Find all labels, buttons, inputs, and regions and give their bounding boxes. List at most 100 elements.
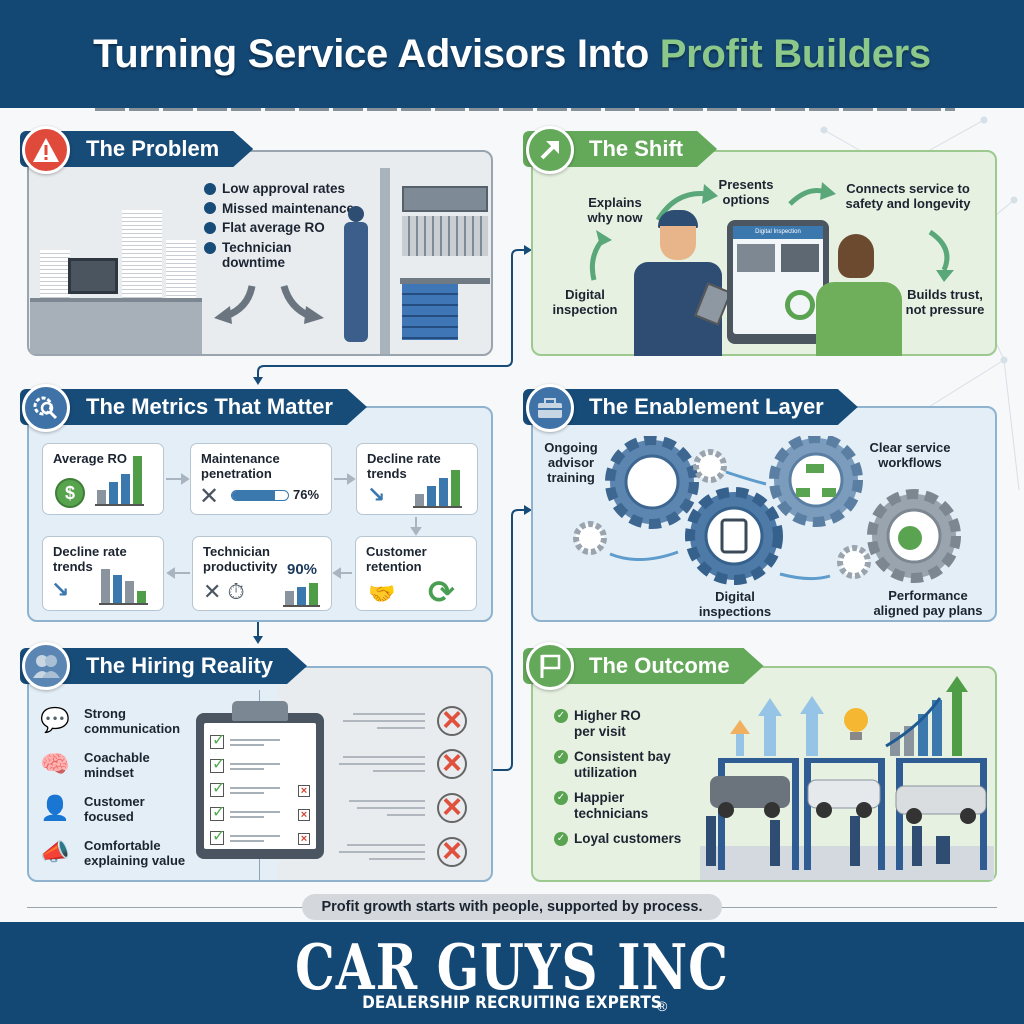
outcome-title: The Outcome [589,653,730,678]
trend-down-arrow-icon: ↘ [51,577,70,602]
brain-icon: 🧠 [40,751,70,778]
trend-down-arrow-icon: ↘ [367,482,386,507]
enablement-item-workflows: Clear service workflows [869,440,951,470]
shift-step-explains: Explains why now [587,195,643,225]
shift-step-connects: Connects service to safety and longevity [845,181,971,211]
hiring-title: The Hiring Reality [86,653,274,678]
outcome-bullet: ✓Loyal customers [554,831,681,847]
metric-card-technician-productivity: Technician productivity 90% ✕ ⏱ [192,536,332,611]
problem-bullet: Missed maintenance [204,201,354,217]
desk-illustration [30,298,202,354]
curved-arrows-icon [214,284,324,324]
hiring-trait: 📣Comfortable explaining value [40,838,186,868]
toolbox-icon [526,384,574,432]
arrow-up-right-icon [526,126,574,174]
reject-x-icon: × [437,834,467,868]
customer-heart-icon: 👤 [40,795,70,822]
hiring-trait: 🧠Coachable mindset [40,750,150,780]
bar-chart-icon [95,454,144,506]
clipboard-checklist-icon: × × × [196,701,324,859]
wrench-stopwatch-icon: ✕ ⏱ [203,579,245,604]
bullet-dot-icon [204,221,216,234]
bullet-dot-icon [204,182,216,195]
metric-card-average-ro: Average RO $ [42,443,164,515]
enablement-tab: The Enablement Layer [523,389,858,425]
title-main: Turning Service Advisors Into [93,31,660,76]
technician-illustration [336,206,376,346]
page-title: Turning Service Advisors Into Profit Bui… [93,32,931,77]
hiring-trait: 💬Strong communication [40,706,181,736]
gears-illustration-icon [573,436,961,585]
megaphone-icon: 📣 [40,839,70,866]
brand-logo: CAR GUYS INC [295,930,729,1004]
check-circle-icon: ✓ [554,791,568,806]
paper-stacks-illustration [40,210,200,298]
registered-mark: ® [657,998,668,1014]
outcome-bullets: ✓Higher RO per visit ✓Consistent bay uti… [554,708,681,857]
metric-card-customer-retention: Customer retention 🤝 ⟳ [355,536,477,611]
customer-illustration [816,234,902,356]
handshake-icon: 🤝 [368,581,396,606]
enablement-title: The Enablement Layer [589,394,824,419]
title-accent: Profit Builders [659,31,931,76]
chat-bubbles-icon: 💬 [40,707,70,734]
metrics-tab: The Metrics That Matter [20,389,367,425]
problem-bullet: Low approval rates [204,181,354,197]
tablet-title: Digital Inspection [733,226,823,239]
problem-bullets: Low approval rates Missed maintenance Fl… [204,181,354,275]
footer-banner [0,922,1024,1024]
bar-chart-icon [283,581,320,607]
dollar-coin-icon: $ [55,478,85,508]
flag-icon [526,642,574,690]
service-bay-illustration [700,676,994,880]
progress-bar [231,490,289,501]
metric-card-decline-rate-down: Decline rate trends ↘ [42,536,164,611]
bar-chart-icon [413,462,462,508]
rejected-candidate-row: × [343,703,475,739]
problem-title: The Problem [86,136,220,161]
shift-step-builds-trust: Builds trust, not pressure [905,287,985,317]
refresh-cycle-icon: ⟳ [428,574,455,610]
hiring-trait: 👤Customer focused [40,794,145,824]
metric-flow-arrows [166,473,422,579]
bar-chart-icon [99,555,148,605]
rejected-candidate-row: × [345,790,475,826]
rejected-candidate-row: × [339,834,475,870]
header-banner: Turning Service Advisors Into Profit Bui… [0,0,1024,108]
metric-value: 90% [287,561,318,578]
outcome-bullet: ✓Higher RO per visit [554,708,681,739]
advisor-illustration [628,210,732,356]
bullet-dot-icon [204,202,216,215]
tablet-illustration: Digital Inspection [727,220,829,344]
metrics-title: The Metrics That Matter [86,394,333,419]
wrench-screwdriver-icon: ✕ [199,483,220,510]
reject-x-icon: × [437,790,467,824]
enablement-item-training: Ongoing advisor training [544,440,598,485]
warning-icon [22,126,70,174]
tool-cabinet-illustration [400,186,490,350]
outcome-bullet: ✓Happier technicians [554,790,681,821]
divider [95,108,955,111]
shift-step-presents: Presents options [718,177,774,207]
check-circle-icon: ✓ [554,750,568,765]
shift-title: The Shift [589,136,684,161]
check-circle-icon: ✓ [554,832,568,847]
shift-step-digital-inspection: Digital inspection [552,287,618,317]
rejected-candidate-row: × [339,746,475,782]
check-circle-icon: ✓ [554,709,568,723]
outcome-bullet: ✓Consistent bay utilization [554,749,681,780]
tagline-pill: Profit growth starts with people, suppor… [302,894,722,920]
enablement-item-pay-plans: Performance aligned pay plans [873,588,983,618]
enablement-item-digital-inspections: Digital inspections [698,589,772,619]
metric-card-maintenance-penetration: Maintenance penetration ✕ 76% [190,443,332,515]
bullet-dot-icon [204,241,216,254]
flow-connectors [253,245,532,771]
reject-x-icon: × [437,746,467,780]
metric-card-decline-rate-up: Decline rate trends ↘ [356,443,478,515]
brand-tagline: DEALERSHIP RECRUITING EXPERTS [362,993,662,1013]
shop-pillar [380,168,390,354]
people-icon [22,642,70,690]
reject-x-icon: × [437,703,467,737]
problem-bullet: Flat average RO [204,220,354,236]
metric-value: 76% [293,487,320,502]
